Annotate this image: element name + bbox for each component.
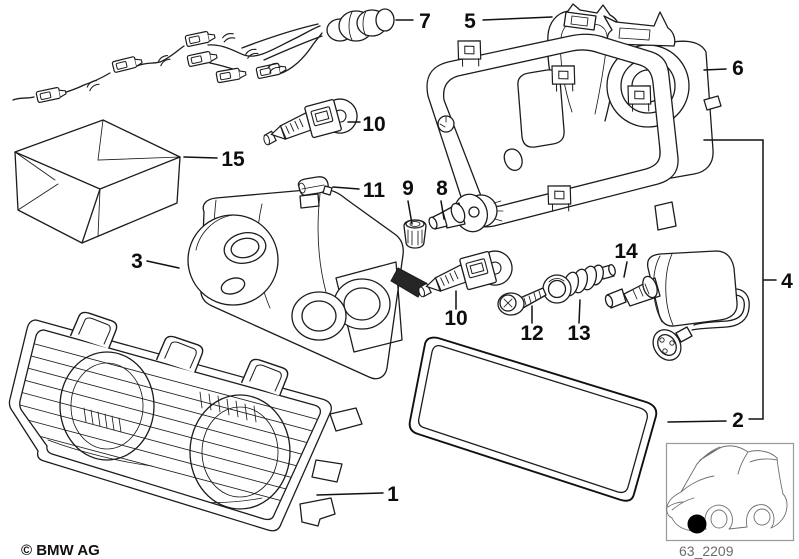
callout-4: 4 xyxy=(763,270,793,293)
headlight-housing-drawing xyxy=(187,188,427,380)
callout-2: 2 xyxy=(667,409,744,432)
callout-10-top: 10 xyxy=(347,113,386,136)
callout-7-label: 7 xyxy=(419,10,431,33)
callout-1: 1 xyxy=(316,483,399,506)
callout-12-label: 12 xyxy=(520,322,543,345)
h1-bulb-drawing xyxy=(428,193,504,233)
retaining-bracket-drawing xyxy=(546,3,621,122)
callout-14: 14 xyxy=(614,240,638,278)
callout-3: 3 xyxy=(131,250,180,273)
callout-11: 11 xyxy=(332,179,386,202)
callout-8: 8 xyxy=(436,177,448,220)
callout-8-label: 8 xyxy=(436,177,448,200)
callout-6: 6 xyxy=(703,57,744,80)
callout-2-label: 2 xyxy=(732,409,744,432)
callout-5: 5 xyxy=(464,10,553,33)
callout-14-label: 14 xyxy=(614,240,638,263)
bulb-holder-bottom-drawing xyxy=(412,245,517,306)
callout-15-label: 15 xyxy=(221,148,245,171)
bulb-socket-drawing xyxy=(403,219,427,249)
callout-6-label: 6 xyxy=(732,57,744,80)
screw-drawing xyxy=(497,287,547,316)
car-location-thumbnail: 63_2209 xyxy=(665,442,795,559)
gasket-drawing xyxy=(408,336,658,502)
bulb-holder-top-drawing xyxy=(257,93,362,154)
grommet-part7-drawing xyxy=(326,8,395,42)
callout-10-bottom-label: 10 xyxy=(444,307,467,330)
callout-15: 15 xyxy=(183,148,245,171)
callout-13: 13 xyxy=(567,299,591,345)
callout-4-label: 4 xyxy=(781,270,793,293)
callout-3-label: 3 xyxy=(131,250,143,273)
callout-5-label: 5 xyxy=(464,10,476,33)
motor-connector-drawing xyxy=(652,326,693,361)
callouts: 7 5 6 10 15 11 9 8 xyxy=(131,10,793,506)
headlight-lens-drawing xyxy=(8,310,363,532)
leveling-motor-drawing xyxy=(604,250,750,361)
callout-9-label: 9 xyxy=(402,177,414,200)
wedge-bulb-drawing xyxy=(297,176,333,196)
adjusting-screw-drawing xyxy=(542,263,616,304)
callout-7: 7 xyxy=(395,10,431,33)
wiring-harness-drawing xyxy=(12,8,395,104)
callout-11-label: 11 xyxy=(363,179,386,202)
headlight-location-dot xyxy=(687,514,707,534)
callout-10-top-label: 10 xyxy=(362,113,385,136)
callout-9: 9 xyxy=(402,177,414,225)
callout-10-bottom: 10 xyxy=(444,290,468,330)
headlight-frame-drawing xyxy=(426,11,722,231)
callout-1-label: 1 xyxy=(387,483,399,506)
car-sketch xyxy=(666,445,788,534)
copyright-text: © BMW AG xyxy=(21,542,100,559)
callout-13-label: 13 xyxy=(567,322,590,345)
image-code: 63_2209 xyxy=(679,543,734,559)
callout-12: 12 xyxy=(520,305,544,345)
parts-kit-box-drawing xyxy=(14,119,181,244)
callout-4-bracket xyxy=(703,139,764,420)
